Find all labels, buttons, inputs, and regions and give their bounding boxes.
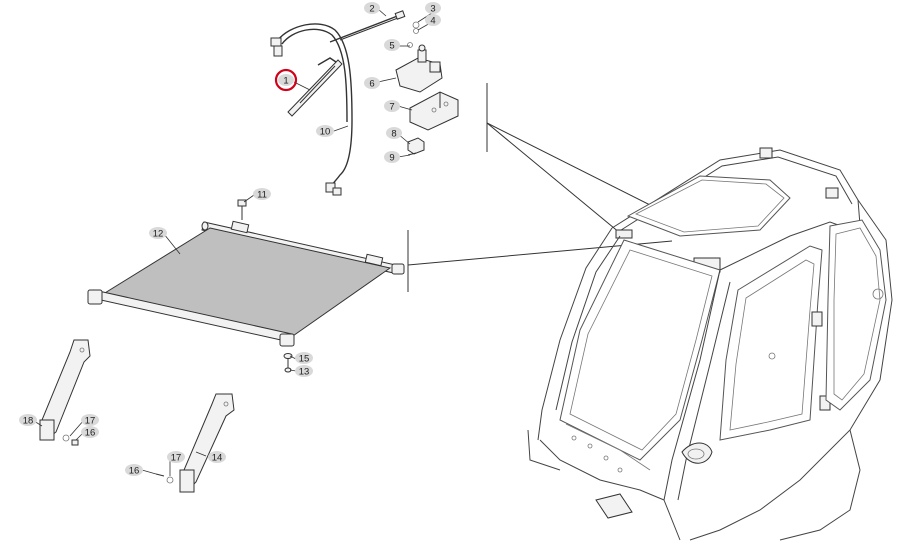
- part-number-8: 8: [391, 129, 396, 140]
- bracket-left: [39, 339, 91, 446]
- part-label-6[interactable]: 6: [364, 77, 380, 90]
- part-label-3[interactable]: 3: [425, 2, 441, 15]
- part-number-4: 4: [430, 16, 435, 27]
- part-number-16: 16: [129, 466, 140, 477]
- part-number-17: 17: [85, 416, 96, 427]
- part-number-17: 17: [171, 453, 182, 464]
- part-number-18: 18: [23, 416, 34, 427]
- part-number-9: 9: [389, 153, 394, 164]
- part-label-10[interactable]: 10: [316, 125, 334, 138]
- part-number-7: 7: [389, 102, 394, 113]
- operator-cab: [527, 147, 893, 541]
- part-label-11[interactable]: 11: [253, 188, 271, 201]
- part-number-3: 3: [430, 4, 435, 15]
- part-number-11: 11: [257, 190, 267, 201]
- part-number-6: 6: [369, 79, 374, 90]
- leader-lines: [33, 8, 433, 476]
- part-number-14: 14: [212, 453, 223, 464]
- part-label-14[interactable]: 14: [208, 451, 226, 464]
- wiper-assembly: [270, 10, 459, 196]
- part-label-9[interactable]: 9: [384, 151, 400, 164]
- part-label-7[interactable]: 7: [384, 100, 400, 113]
- part-label-13[interactable]: 13: [295, 365, 313, 378]
- part-label-16-middle[interactable]: 16: [125, 464, 143, 477]
- part-number-15: 15: [299, 354, 310, 365]
- part-label-1[interactable]: 1: [274, 68, 298, 92]
- part-number-13: 13: [299, 367, 310, 378]
- part-label-4[interactable]: 4: [425, 14, 441, 27]
- part-label-2[interactable]: 2: [364, 2, 380, 15]
- part-number-2: 2: [369, 4, 374, 15]
- part-label-18[interactable]: 18: [19, 414, 37, 427]
- part-label-12[interactable]: 12: [149, 227, 167, 240]
- part-label-5[interactable]: 5: [384, 39, 400, 52]
- part-label-8[interactable]: 8: [386, 127, 402, 140]
- highlight-ring: [274, 68, 298, 92]
- part-label-17-middle[interactable]: 17: [167, 451, 185, 464]
- part-label-15[interactable]: 15: [295, 352, 313, 365]
- bracket-middle: [155, 393, 235, 493]
- roller-blind: [87, 199, 405, 373]
- part-number-12: 12: [153, 229, 164, 240]
- part-number-5: 5: [389, 41, 394, 52]
- part-label-16-left[interactable]: 16: [81, 426, 99, 439]
- part-number-16: 16: [85, 428, 96, 439]
- part-number-10: 10: [320, 127, 331, 138]
- part-number-1: 1: [283, 76, 288, 87]
- part-label-17-left[interactable]: 17: [81, 414, 99, 427]
